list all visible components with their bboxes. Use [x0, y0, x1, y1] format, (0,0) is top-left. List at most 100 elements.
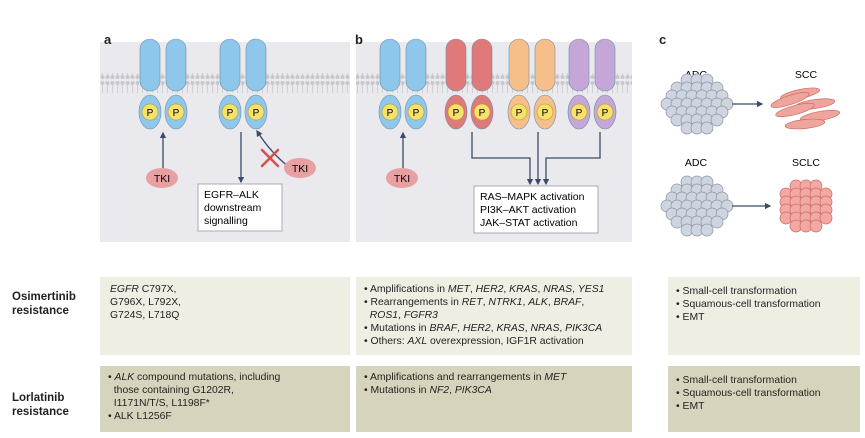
receptor-monomer	[165, 38, 187, 92]
squamous-cell	[775, 102, 815, 118]
phosphate-icon	[141, 103, 159, 121]
osimertinib-histology-line-3: • EMT	[676, 312, 705, 323]
receptor-monomer	[379, 38, 401, 92]
row-label-osimertinib-line-1: Osimertinib	[12, 291, 76, 303]
phosphate-icon	[247, 103, 265, 121]
phosphate-icon	[407, 103, 425, 121]
arrow-purple-path	[542, 132, 601, 186]
lorlatinib-histology-line-1: • Small-cell transformation	[676, 375, 797, 386]
downstream-box	[197, 183, 283, 232]
adc-cell-cluster-bottom	[660, 175, 734, 237]
receptor-monomer	[594, 38, 616, 92]
osimertinib-egfr-line-3: G724S, L718Q	[110, 310, 180, 321]
phosphate-label: P	[173, 108, 180, 119]
phosphate-label: P	[516, 108, 523, 119]
lorlatinib-alk-line-2: those containing G1202R,	[108, 385, 234, 396]
tki-oval-left	[146, 168, 178, 188]
phosphate-label: P	[147, 108, 154, 119]
lorlatinib-histology-box: • Small-cell transformation • Squamous-ce…	[668, 366, 860, 432]
phosphate-icon	[221, 103, 239, 121]
lorlatinib-alk-line-4: • ALK L1256F	[108, 411, 172, 422]
cell	[700, 121, 714, 135]
phosphate-icon	[447, 103, 465, 121]
lorlatinib-alk-mutations-box: • ALK compound mutations, including thos…	[100, 366, 350, 432]
phosphate-label: P	[413, 108, 420, 119]
squamous-cell	[770, 92, 810, 108]
phosphate-label: P	[387, 108, 394, 119]
phosphate-icon	[167, 103, 185, 121]
downstream-line-1: EGFR–ALK	[204, 189, 259, 201]
lorlatinib-bypass-line-2: • Mutations in NF2, PIK3CA	[364, 385, 492, 396]
scc-cells	[770, 87, 841, 130]
phosphate-label: P	[453, 108, 460, 119]
osimertinib-bypass-line-1: • Amplifications in MET, HER2, KRAS, NRA…	[364, 284, 605, 295]
lorlatinib-bypass-box: • Amplifications and rearrangements in M…	[356, 366, 632, 432]
label-scc: SCC	[795, 69, 818, 81]
activation-line-1: RAS–MAPK activation	[480, 191, 585, 203]
phosphate-icon	[510, 103, 528, 121]
activation-line-2: PI3K–AKT activation	[480, 204, 576, 216]
receptor-monomer	[534, 38, 556, 92]
cell	[819, 211, 833, 225]
receptor-monomer	[445, 38, 467, 92]
osimertinib-histology-box: • Small-cell transformation • Squamous-ce…	[668, 277, 860, 355]
panel-b-letter: b	[355, 32, 363, 47]
osimertinib-bypass-line-5: • Others: AXL overexpression, IGF1R acti…	[364, 336, 584, 347]
activation-box	[473, 185, 599, 234]
adc-cell-cluster-top	[660, 73, 734, 135]
panel-a-letter: a	[104, 32, 112, 47]
lorlatinib-bypass-line-1: • Amplifications and rearrangements in M…	[364, 372, 567, 383]
tki-oval-right	[284, 158, 316, 178]
row-label-lorlatinib: Lorlatinib resistance	[12, 391, 69, 419]
phosphate-label: P	[253, 108, 260, 119]
phosphate-label: P	[479, 108, 486, 119]
sclc-cell-cluster	[779, 179, 833, 233]
osimertinib-bypass-box: • Amplifications in MET, HER2, KRAS, NRA…	[356, 277, 632, 355]
lorlatinib-alk-line-3: I1171N/T/S, L1198F*	[108, 398, 210, 409]
receptor-monomer	[471, 38, 493, 92]
lorlatinib-histology-line-3: • EMT	[676, 401, 705, 412]
cell	[710, 215, 724, 229]
downstream-line-3: signalling	[204, 215, 248, 227]
lorlatinib-alk-line-1: • ALK compound mutations, including	[108, 372, 281, 383]
cell	[710, 113, 724, 127]
receptor-monomer	[139, 38, 161, 92]
receptor-monomer	[245, 38, 267, 92]
tki-left-label: TKI	[154, 173, 170, 185]
osimertinib-egfr-line-1: EGFR C797X,	[110, 284, 177, 295]
osimertinib-egfr-mutations-box: EGFR C797X,G796X, L792X,G724S, L718Q	[100, 277, 350, 355]
cell	[700, 223, 714, 237]
cross-icon	[260, 148, 280, 168]
phosphate-icon	[473, 103, 491, 121]
phosphate-label: P	[542, 108, 549, 119]
tki-right-label: TKI	[292, 163, 308, 175]
panel-c-letter: c	[659, 32, 667, 47]
receptor-monomer	[508, 38, 530, 92]
row-label-lorlatinib-line-2: resistance	[12, 406, 69, 418]
lorlatinib-histology-line-2: • Squamous-cell transformation	[676, 388, 821, 399]
osimertinib-bypass-line-4: • Mutations in BRAF, HER2, KRAS, NRAS, P…	[364, 323, 603, 334]
row-label-osimertinib: Osimertinib resistance	[12, 290, 76, 318]
cell	[809, 219, 823, 233]
receptor-monomer	[219, 38, 241, 92]
label-adc-bottom: ADC	[685, 157, 708, 169]
arrow-red-path	[471, 132, 534, 186]
phosphate-icon	[596, 103, 614, 121]
activation-line-3: JAK–STAT activation	[480, 217, 578, 229]
receptor-monomer	[405, 38, 427, 92]
label-sclc: SCLC	[792, 157, 820, 169]
tki-b-label: TKI	[394, 173, 410, 185]
osimertinib-bypass-line-2: • Rearrangements in RET, NTRK1, ALK, BRA…	[364, 297, 585, 308]
osimertinib-histology-line-1: • Small-cell transformation	[676, 286, 797, 297]
row-label-osimertinib-line-2: resistance	[12, 305, 69, 317]
osimertinib-histology-line-2: • Squamous-cell transformation	[676, 299, 821, 310]
downstream-line-2: downstream	[204, 202, 261, 214]
tki-oval-b	[386, 168, 418, 188]
osimertinib-bypass-line-3: ROS1, FGFR3	[369, 310, 438, 321]
row-label-lorlatinib-line-1: Lorlatinib	[12, 392, 65, 404]
phosphate-label: P	[576, 108, 583, 119]
